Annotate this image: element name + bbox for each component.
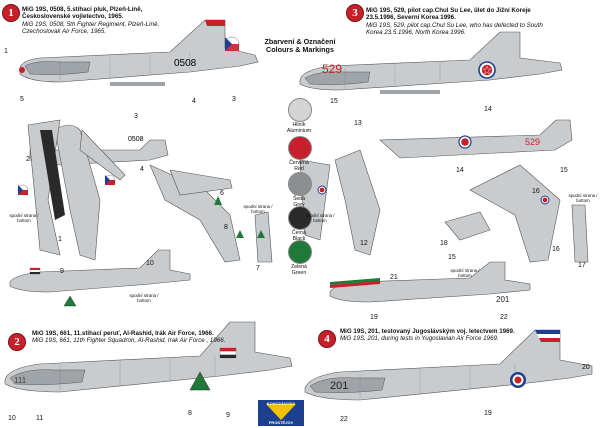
caption-scheme-3: MiG 19S, 529, pilot cap.Chul Su Lee, üle… xyxy=(366,7,556,37)
aircraft-side-2 xyxy=(4,321,293,393)
note-bottom-5: spodní strana / bottom xyxy=(450,268,480,278)
callout-3b: 3 xyxy=(134,113,138,120)
callout-8: 8 xyxy=(224,224,228,231)
callout-17: 17 xyxy=(578,262,586,269)
callout-20: 20 xyxy=(582,364,590,371)
serial-529-side: 529 xyxy=(322,62,343,76)
serial-201-side: 201 xyxy=(330,380,349,392)
caption-title-en: MiG 19S, 201, during tests in Yugoslavia… xyxy=(340,335,499,343)
legend-title-cs: Zbarvení & Označení xyxy=(264,37,336,46)
legend-title: Zbarvení & Označení Colours & Markings xyxy=(258,37,342,55)
callout-4: 4 xyxy=(192,98,196,105)
callout-11: 11 xyxy=(36,415,44,422)
scheme-badge-4: 4 xyxy=(318,330,336,348)
callout-14b: 14 xyxy=(456,167,464,174)
callout-15c: 15 xyxy=(448,254,456,261)
callout-21: 21 xyxy=(390,274,398,281)
aircraft-side-3 xyxy=(299,31,563,94)
callout-15: 15 xyxy=(330,98,338,105)
callout-5: 5 xyxy=(20,96,24,103)
note-bottom-6: spodní strana / bottom xyxy=(129,293,159,303)
callout-9b: 9 xyxy=(226,412,230,419)
legend-title-en: Colours & Markings xyxy=(266,45,334,55)
callout-19b: 19 xyxy=(484,410,492,417)
kovozavody-logo xyxy=(258,400,304,426)
swatch-grey xyxy=(288,172,312,196)
callout-1b: 1 xyxy=(58,236,62,243)
scheme-badge-3: 3 xyxy=(346,4,364,22)
aircraft-top-1 xyxy=(17,119,273,263)
callout-22: 22 xyxy=(500,314,508,321)
callout-2: 2 xyxy=(26,156,30,163)
note-bottom-3: spodní strana / bottom xyxy=(305,213,335,223)
caption-title-cs: MiG 19S, 0508, 5.stíhací pluk, Plzeň-Lín… xyxy=(22,6,143,21)
serial-0508-side: 0508 xyxy=(174,58,197,69)
swatch-red xyxy=(288,136,312,160)
serial-201-small: 201 xyxy=(496,295,510,304)
swatch-black xyxy=(288,206,312,230)
callout-16: 16 xyxy=(532,188,540,195)
note-bottom-1: spodní strana / bottom xyxy=(9,213,39,223)
serial-529-top: 529 xyxy=(525,137,541,147)
callout-6: 6 xyxy=(220,190,224,197)
callout-4b: 4 xyxy=(140,166,144,173)
callout-10b: 10 xyxy=(8,415,16,422)
callout-22b: 22 xyxy=(340,416,348,423)
aircraft-top-3 xyxy=(299,119,589,263)
callout-13: 13 xyxy=(354,120,362,127)
callout-3: 3 xyxy=(232,96,236,103)
scheme-badge-1: 1 xyxy=(2,4,20,22)
logo-text-top: KOVOZÁVODY xyxy=(266,401,296,406)
caption-title-cs: MiG 19S, 201, testovaný Jugoslávským voj… xyxy=(340,328,515,335)
caption-title-en: MiG 19S, 529, pilot cap.Chul Su Lee, who… xyxy=(366,21,543,37)
callout-12: 12 xyxy=(360,240,368,247)
note-bottom-2: spodní strana / bottom xyxy=(243,204,273,214)
callout-19: 19 xyxy=(370,314,378,321)
aircraft-side-4 xyxy=(304,329,593,401)
caption-title-en: MiG 19S, 0508, 5th Fighter Regiment, Plz… xyxy=(22,20,160,36)
callout-8b: 8 xyxy=(188,410,192,417)
swatch-aluminium xyxy=(288,98,312,122)
callout-9: 9 xyxy=(60,268,64,275)
logo-text-bottom: PROSTĚJOV xyxy=(268,420,294,425)
aircraft-side-4-small xyxy=(329,261,531,303)
caption-title-cs: MiG 19S, 529, pilot cap.Chul Su Lee, üle… xyxy=(366,7,531,22)
serial-111: 111 xyxy=(14,376,27,385)
caption-title-en: MiG 19S, 661, 11th Fighter Squadron, Al-… xyxy=(32,337,226,345)
callout-7: 7 xyxy=(256,265,260,272)
callout-10: 10 xyxy=(146,260,154,267)
callout-15b: 15 xyxy=(560,167,568,174)
callout-16b: 16 xyxy=(552,246,560,253)
caption-scheme-1: MiG 19S, 0508, 5.stíhací pluk, Plzeň-Lín… xyxy=(22,6,180,36)
callout-14: 14 xyxy=(484,106,492,113)
note-bottom-4: spodní strana / bottom xyxy=(568,193,598,203)
swatch-green xyxy=(288,240,312,264)
serial-0508-top: 0508 xyxy=(128,136,144,143)
aircraft-side-2-small xyxy=(9,249,191,307)
caption-title-cs: MiG 19S, 661, 11.stíhací peruť, Al-Rashi… xyxy=(32,330,214,337)
caption-scheme-2: MiG 19S, 661, 11.stíhací peruť, Al-Rashi… xyxy=(32,330,292,345)
callout-18: 18 xyxy=(440,240,448,247)
callout-1: 1 xyxy=(4,48,8,55)
aircraft-side-1 xyxy=(19,19,259,86)
caption-scheme-4: MiG 19S, 201, testovaný Jugoslávským voj… xyxy=(340,328,580,343)
scheme-badge-2: 2 xyxy=(8,333,26,351)
